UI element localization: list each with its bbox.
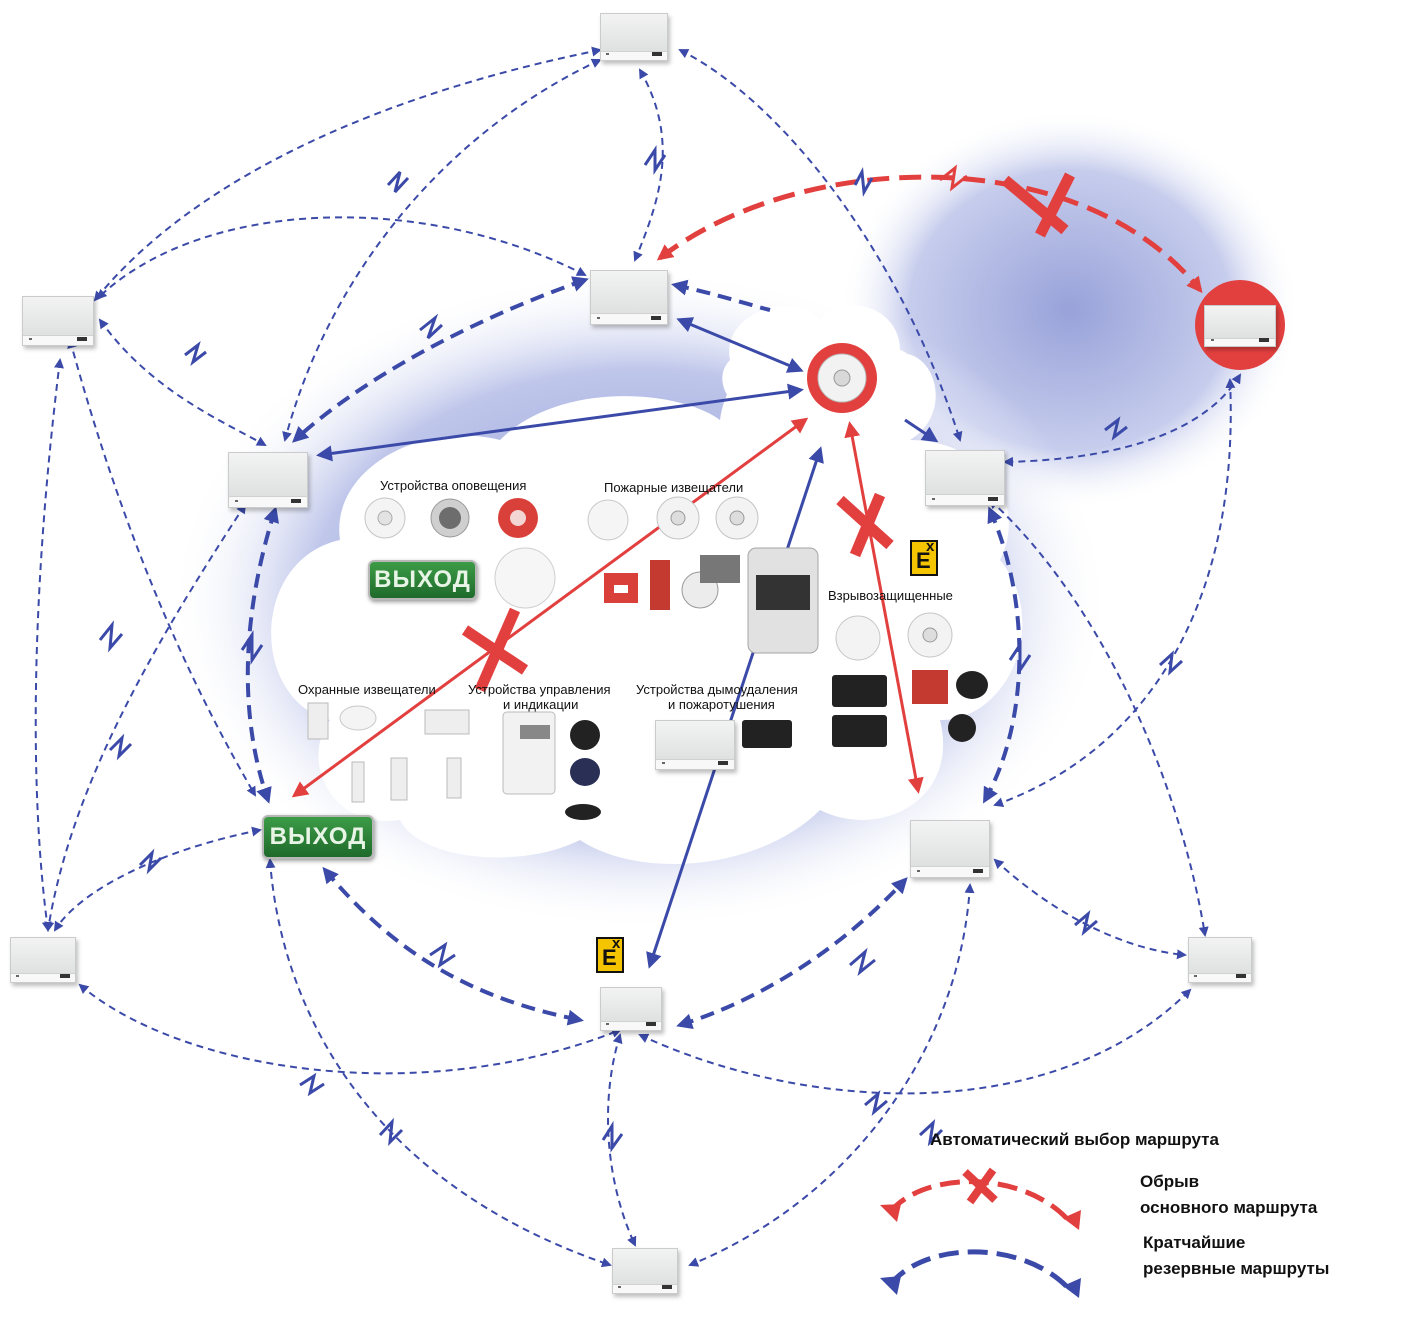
category-smoke-line1: Устройства дымоудаления xyxy=(636,682,798,697)
ex-letter-e: E xyxy=(916,548,931,573)
legend-symbols xyxy=(880,1167,1081,1298)
explosion-proof-badge-node: E x xyxy=(596,935,624,973)
radio-link-marks xyxy=(98,145,1184,1153)
legend-broken-line2: основного маршрута xyxy=(1140,1198,1318,1217)
category-control-line1: Устройства управления xyxy=(468,682,611,697)
exit-sign-node: ВЫХОД xyxy=(262,815,374,859)
category-control-line2: и индикации xyxy=(503,697,579,712)
smoke-control-module xyxy=(655,720,735,770)
router-node-left-top xyxy=(22,296,94,346)
router-node-right-mid xyxy=(925,450,1005,506)
router-node-top xyxy=(600,13,668,61)
legend-backup-line1: Кратчайшие xyxy=(1143,1233,1246,1252)
legend-title: Автоматический выбор маршрута xyxy=(930,1130,1219,1149)
category-notification: Устройства оповещения xyxy=(380,478,527,493)
category-explosion-proof: Взрывозащищенные xyxy=(828,588,953,603)
exit-sign-cloud: ВЫХОД xyxy=(368,560,477,600)
router-node-failed xyxy=(1204,305,1276,347)
category-security: Охранные извещатели xyxy=(298,682,436,697)
ex-letter-x: x xyxy=(926,538,935,555)
ex-letter-x: x xyxy=(612,935,621,952)
category-smoke-line2: и пожаротушения xyxy=(668,697,775,712)
central-detector xyxy=(807,343,877,413)
router-node-left-bottom xyxy=(10,937,76,983)
legend-backup-line2: резервные маршруты xyxy=(1143,1259,1330,1278)
router-node-bottom-center xyxy=(600,987,662,1031)
router-node-right-lower xyxy=(910,820,990,878)
ex-letter-e: E xyxy=(602,945,617,970)
router-node-left-mid xyxy=(228,452,308,508)
device-pictograms xyxy=(307,496,988,820)
explosion-proof-badge-cloud: E x xyxy=(910,538,938,576)
category-fire-detectors: Пожарные извещатели xyxy=(604,480,744,495)
legend-broken-line1: Обрыв xyxy=(1140,1172,1200,1191)
primary-routes xyxy=(291,174,1203,798)
router-node-bottom xyxy=(612,1248,678,1294)
router-node-right-bottom xyxy=(1188,937,1252,983)
break-cross-marks xyxy=(461,172,1075,693)
router-node-upper-center xyxy=(590,270,668,325)
